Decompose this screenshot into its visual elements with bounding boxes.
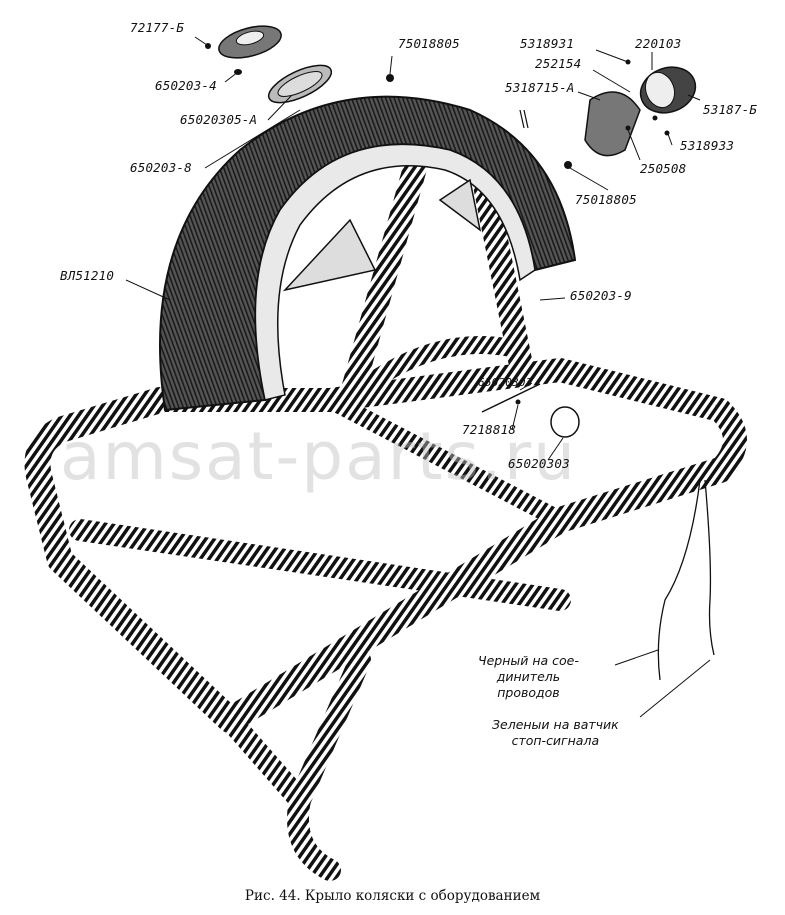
small-fasteners: [386, 59, 670, 405]
label-220103: 220103: [635, 36, 682, 51]
part-cap-72177: [205, 25, 282, 75]
label-75018805-mid: 75018805: [575, 192, 637, 207]
note-green-wire-line-1: Зеленыи на ватчик: [492, 717, 619, 732]
label-VL51210: ВЛ51210: [60, 268, 115, 283]
label-5318933: 5318933: [680, 138, 735, 153]
leader-lines: [125, 36, 711, 718]
label-65020303-lower: 65020303: [508, 456, 570, 471]
fender: [159, 95, 577, 412]
label-65020305-A: 65020305-А: [180, 112, 258, 127]
label-252154: 252154: [535, 56, 582, 71]
note-green-wire-line-2: стоп-сигнала: [511, 733, 600, 748]
note-black-wire-line-1: Черный на сое-: [478, 653, 579, 668]
label-650203-8: 650203-8: [130, 160, 192, 175]
label-5318715-A: 5318715-А: [505, 80, 575, 95]
part-screws-5318715: [519, 109, 529, 129]
label-650203-9: 650203-9: [570, 288, 632, 303]
label-53187-B: 53187-Б: [703, 102, 758, 117]
sidecar-frame: [24, 125, 747, 881]
part-gasket-65020305: [267, 64, 333, 104]
label-5318931: 5318931: [520, 36, 575, 51]
part-lamp-base-5318715: [584, 91, 641, 157]
figure-caption: Рис. 44. Крыло коляски с оборудованием: [244, 888, 541, 904]
note-green-wire: Зеленыи на ватчик стоп-сигнала: [492, 717, 619, 749]
note-black-wire-line-2: динитель: [496, 669, 561, 684]
label-75018805-top: 75018805: [398, 36, 460, 51]
note-black-wire-line-3: проводов: [497, 685, 560, 700]
label-250508: 250508: [640, 161, 687, 176]
part-ring-65020303: [550, 406, 580, 438]
label-72177-B: 72177-Б: [130, 20, 185, 35]
part-pin-65020303: [481, 383, 541, 413]
label-7218818: 7218818: [462, 422, 517, 437]
part-lamp-53187: [639, 66, 697, 114]
label-65020303-upper: 65020303: [478, 376, 533, 389]
note-black-wire: Черный на сое- динитель проводов: [478, 653, 579, 701]
wires: [657, 479, 715, 681]
label-650203-4: 650203-4: [155, 78, 217, 93]
watermark: amsat-parts.ru: [60, 418, 577, 495]
